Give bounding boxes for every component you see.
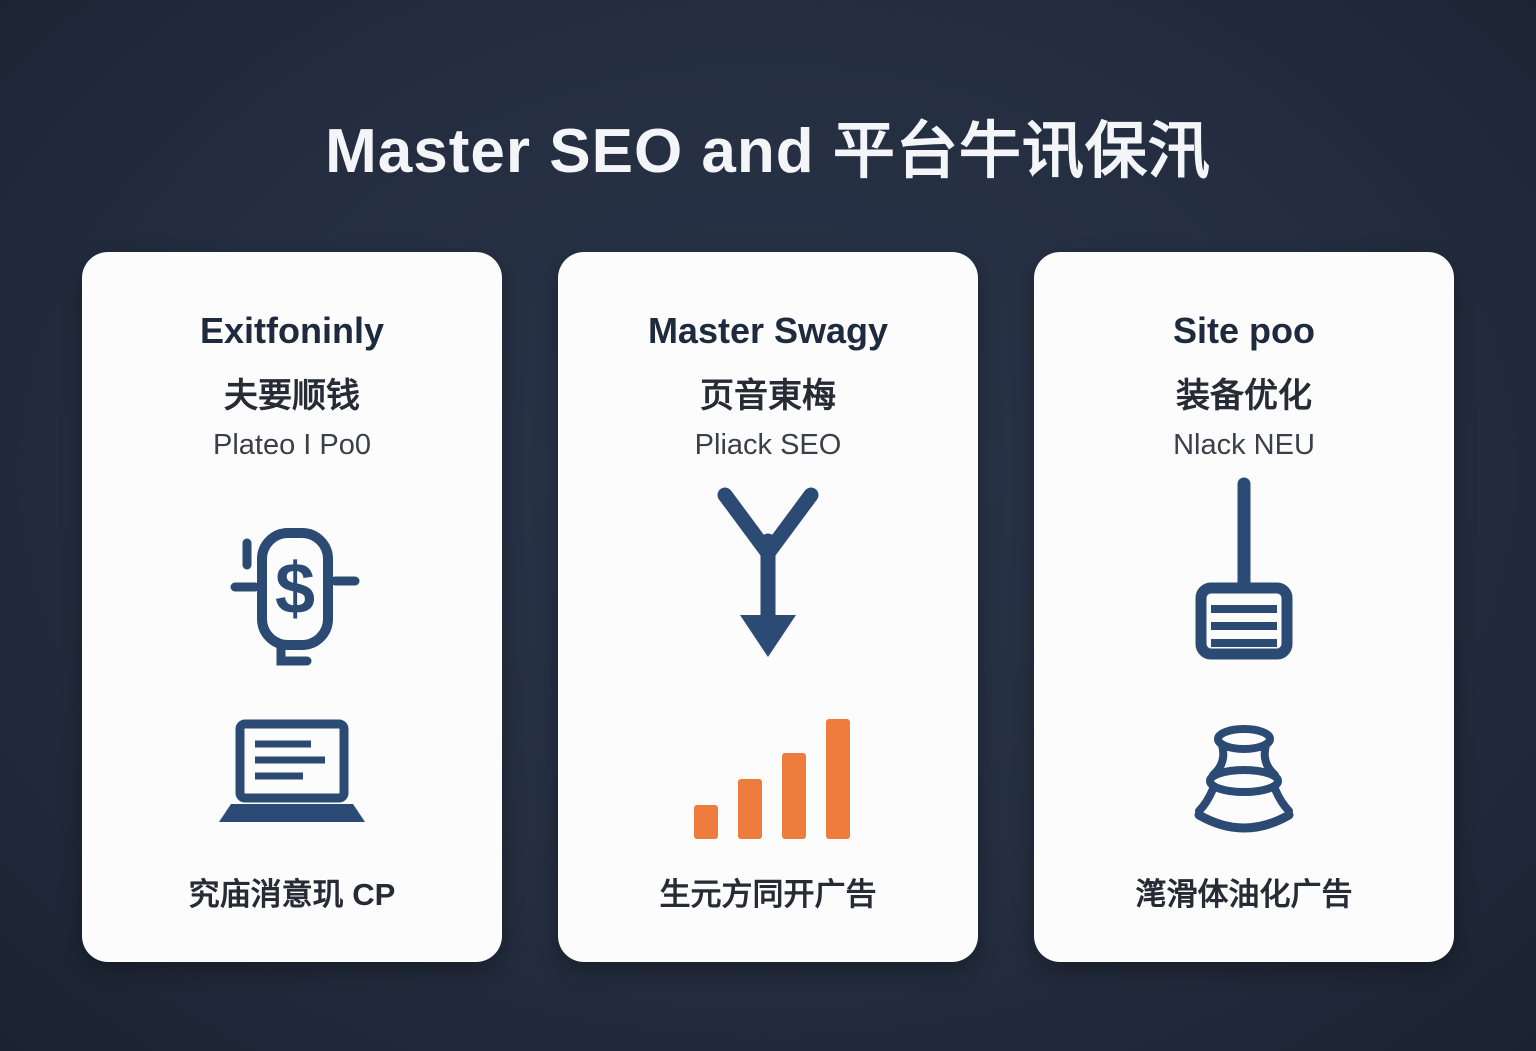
- dollar-tag-icon: $: [217, 491, 367, 676]
- card-pricing: Exitfoninly 夫要顺钱 Plateo I Po0 $: [82, 252, 502, 962]
- icon-stack: [582, 462, 954, 861]
- card-row: Exitfoninly 夫要顺钱 Plateo I Po0 $: [82, 252, 1454, 962]
- laptop-icon: [207, 718, 377, 833]
- vase-icon: [1169, 723, 1319, 848]
- merge-down-arrow-icon: [683, 481, 853, 671]
- page-title: Master SEO and 平台牛讯保汛: [325, 117, 1211, 186]
- icon-stack: $: [106, 462, 478, 861]
- card-caption: Pliack SEO: [694, 429, 842, 461]
- card-site: Site poo 装备优化 Nlack NEU: [1034, 252, 1454, 962]
- card-heading: Master Swagy: [647, 310, 889, 351]
- bar-chart-icon: [676, 713, 861, 843]
- svg-text:$: $: [275, 549, 315, 629]
- broom-icon: [1169, 476, 1319, 681]
- card-caption: Plateo I Po0: [213, 429, 371, 461]
- card-footer-text: 滗滑体油化广告: [1135, 877, 1353, 912]
- card-subheading: 夫要顺钱: [224, 377, 360, 415]
- card-subheading: 页音東梅: [700, 377, 836, 415]
- card-strategy: Master Swagy 页音東梅 Pliack SEO: [558, 252, 978, 962]
- card-subheading: 装备优化: [1176, 377, 1312, 415]
- card-heading: Site poo: [1173, 310, 1315, 351]
- icon-stack: [1058, 462, 1430, 861]
- card-footer-text: 生元方同开广告: [659, 877, 877, 912]
- card-heading: Exitfoninly: [199, 310, 384, 351]
- card-caption: Nlack NEU: [1173, 429, 1315, 461]
- card-footer-text: 究庙消意玑 CP: [188, 877, 396, 912]
